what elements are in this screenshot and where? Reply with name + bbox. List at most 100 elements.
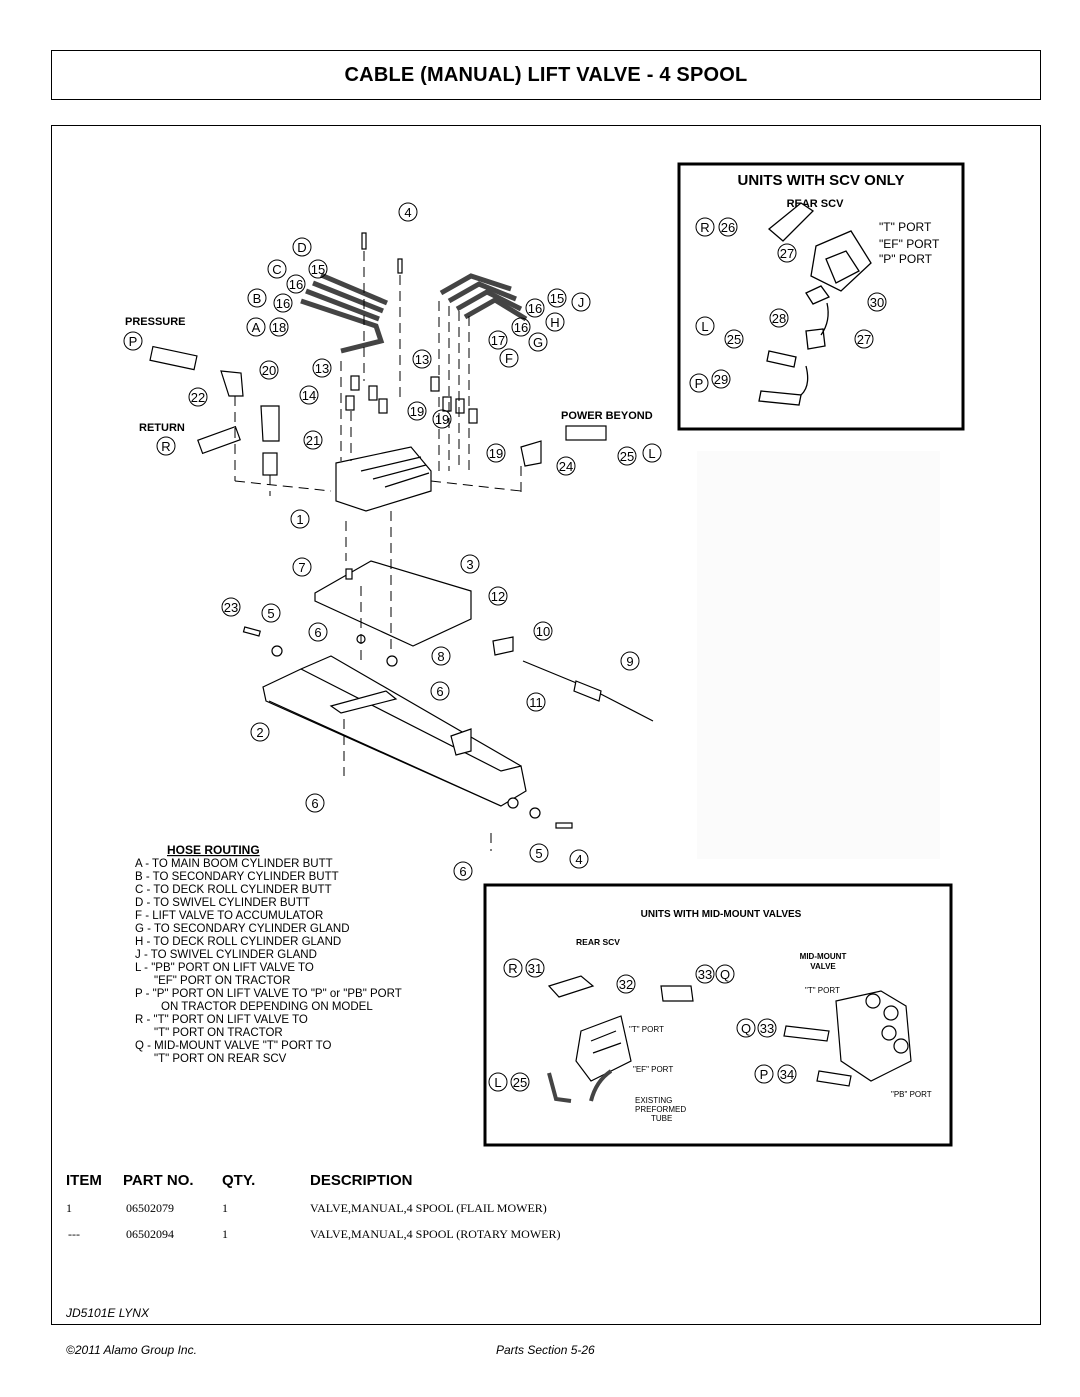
svg-text:4: 4 [575,852,582,867]
svg-text:P: P [695,376,704,391]
svg-text:R: R [700,220,709,235]
svg-text:19: 19 [435,412,449,427]
svg-text:2: 2 [256,725,263,740]
svg-text:14: 14 [302,388,316,403]
svg-text:C - TO DECK ROLL CYLINDER BUTT: C - TO DECK ROLL CYLINDER BUTT [135,884,332,896]
page-title-box: CABLE (MANUAL) LIFT VALVE - 4 SPOOL [51,50,1041,100]
header-description: DESCRIPTION [310,1172,413,1189]
svg-text:ON TRACTOR DEPENDING ON MODEL: ON TRACTOR DEPENDING ON MODEL [161,1001,373,1013]
svg-text:25: 25 [513,1075,527,1090]
svg-text:"T" PORT: "T" PORT [629,1025,664,1034]
cell-qty: 1 [222,1201,228,1215]
svg-text:L: L [701,319,708,334]
svg-text:8: 8 [437,649,444,664]
svg-text:"T" PORT: "T" PORT [805,986,840,995]
svg-text:16: 16 [514,320,528,335]
svg-text:H - TO DECK ROLL CYLINDER GLAN: H - TO DECK ROLL CYLINDER GLAND [135,936,341,948]
svg-text:G: G [533,335,543,350]
svg-text:C: C [272,262,281,277]
svg-text:25: 25 [620,449,634,464]
svg-text:27: 27 [857,332,871,347]
scv-callouts: R 26 27 30 L 28 25 27 P 29 [689,217,887,393]
svg-text:REAR SCV: REAR SCV [576,937,620,947]
page-title: CABLE (MANUAL) LIFT VALVE - 4 SPOOL [344,63,748,86]
return-label: RETURN [139,422,185,434]
midmount-inset: UNITS WITH MID-MOUNT VALVES REAR SCV MID… [483,883,953,1147]
svg-text:16: 16 [289,277,303,292]
svg-text:33: 33 [698,967,712,982]
svg-text:R: R [508,961,517,976]
svg-text:27: 27 [780,246,794,261]
svg-text:7: 7 [298,560,305,575]
cell-item: --- [68,1227,80,1241]
cell-description: VALVE,MANUAL,4 SPOOL (ROTARY MOWER) [310,1227,561,1241]
svg-text:29: 29 [714,372,728,387]
svg-text:5: 5 [267,606,274,621]
svg-text:6: 6 [459,864,466,879]
svg-text:19: 19 [410,404,424,419]
svg-text:EXISTING: EXISTING [635,1096,672,1105]
svg-text:16: 16 [276,296,290,311]
footer-section: Parts Section 5-26 [496,1343,595,1357]
svg-text:28: 28 [772,311,786,326]
svg-text:30: 30 [870,295,884,310]
svg-text:TUBE: TUBE [651,1114,672,1123]
midmount-drawing [547,975,912,1103]
svg-text:"T" PORT ON REAR SCV: "T" PORT ON REAR SCV [154,1053,287,1065]
svg-text:32: 32 [619,977,633,992]
cell-description: VALVE,MANUAL,4 SPOOL (FLAIL MOWER) [310,1201,547,1215]
svg-text:H: H [550,315,559,330]
svg-text:J - TO SWIVEL CYLINDER GLAND: J - TO SWIVEL CYLINDER GLAND [135,949,317,961]
svg-text:31: 31 [528,961,542,976]
svg-text:18: 18 [272,320,286,335]
svg-text:33: 33 [760,1021,774,1036]
svg-text:23: 23 [224,600,238,615]
svg-text:13: 13 [415,352,429,367]
cell-part-no: 06502094 [126,1227,174,1241]
svg-text:J: J [578,295,585,310]
svg-text:12: 12 [491,589,505,604]
svg-text:Q - MID-MOUNT VALVE "T" PORT T: Q - MID-MOUNT VALVE "T" PORT TO [135,1040,332,1052]
dashed-leaders [234,251,522,851]
pressure-label: PRESSURE [125,316,186,328]
svg-text:11: 11 [529,695,543,710]
svg-text:4: 4 [404,205,411,220]
svg-text:D - TO SWIVEL CYLINDER BUTT: D - TO SWIVEL CYLINDER BUTT [135,897,310,909]
cell-part-no: 06502079 [126,1201,174,1215]
cell-item: 1 [66,1201,72,1215]
svg-text:15: 15 [311,262,325,277]
svg-text:25: 25 [727,332,741,347]
svg-text:P: P [129,334,138,349]
svg-text:R - "T" PORT ON LIFT VALVE TO: R - "T" PORT ON LIFT VALVE TO [135,1014,308,1026]
svg-text:26: 26 [721,220,735,235]
svg-text:F: F [505,351,513,366]
midmount-callouts: R 31 32 33 Q Q 33 L 25 P 34 [488,958,797,1092]
svg-text:"EF" PORT: "EF" PORT [633,1065,673,1074]
svg-text:6: 6 [311,796,318,811]
svg-text:9: 9 [626,654,633,669]
parts-diagram-panel: UNITS WITH SCV ONLY REAR SCV "T" PORT "E… [51,125,1041,1325]
hose-routing-title: HOSE ROUTING [167,843,260,857]
svg-text:B: B [253,291,262,306]
svg-text:L: L [494,1075,501,1090]
svg-text:Q: Q [720,967,730,982]
svg-text:3: 3 [466,557,473,572]
scv-t-port-label: "T" PORT [879,220,932,234]
cell-qty: 1 [222,1227,228,1241]
svg-text:L: L [648,446,655,461]
svg-text:L - "PB" PORT ON LIFT VALVE TO: L - "PB" PORT ON LIFT VALVE TO [135,962,314,974]
svg-text:VALVE: VALVE [810,962,836,971]
svg-text:G - TO SECONDARY CYLINDER GLAN: G - TO SECONDARY CYLINDER GLAND [135,923,350,935]
hose-routing-legend: HOSE ROUTING A - TO MAIN BOOM CYLINDER B… [135,843,402,1065]
scv-inset-title: UNITS WITH SCV ONLY [738,172,905,189]
svg-text:20: 20 [262,363,276,378]
header-item: ITEM [66,1172,102,1189]
svg-text:10: 10 [536,624,550,639]
svg-text:19: 19 [489,446,503,461]
svg-text:6: 6 [436,684,443,699]
scan-background [697,451,940,859]
svg-text:34: 34 [780,1067,794,1082]
svg-text:MID-MOUNT: MID-MOUNT [800,952,847,961]
svg-text:15: 15 [550,291,564,306]
footer-copyright: ©2011 Alamo Group Inc. [66,1343,197,1357]
